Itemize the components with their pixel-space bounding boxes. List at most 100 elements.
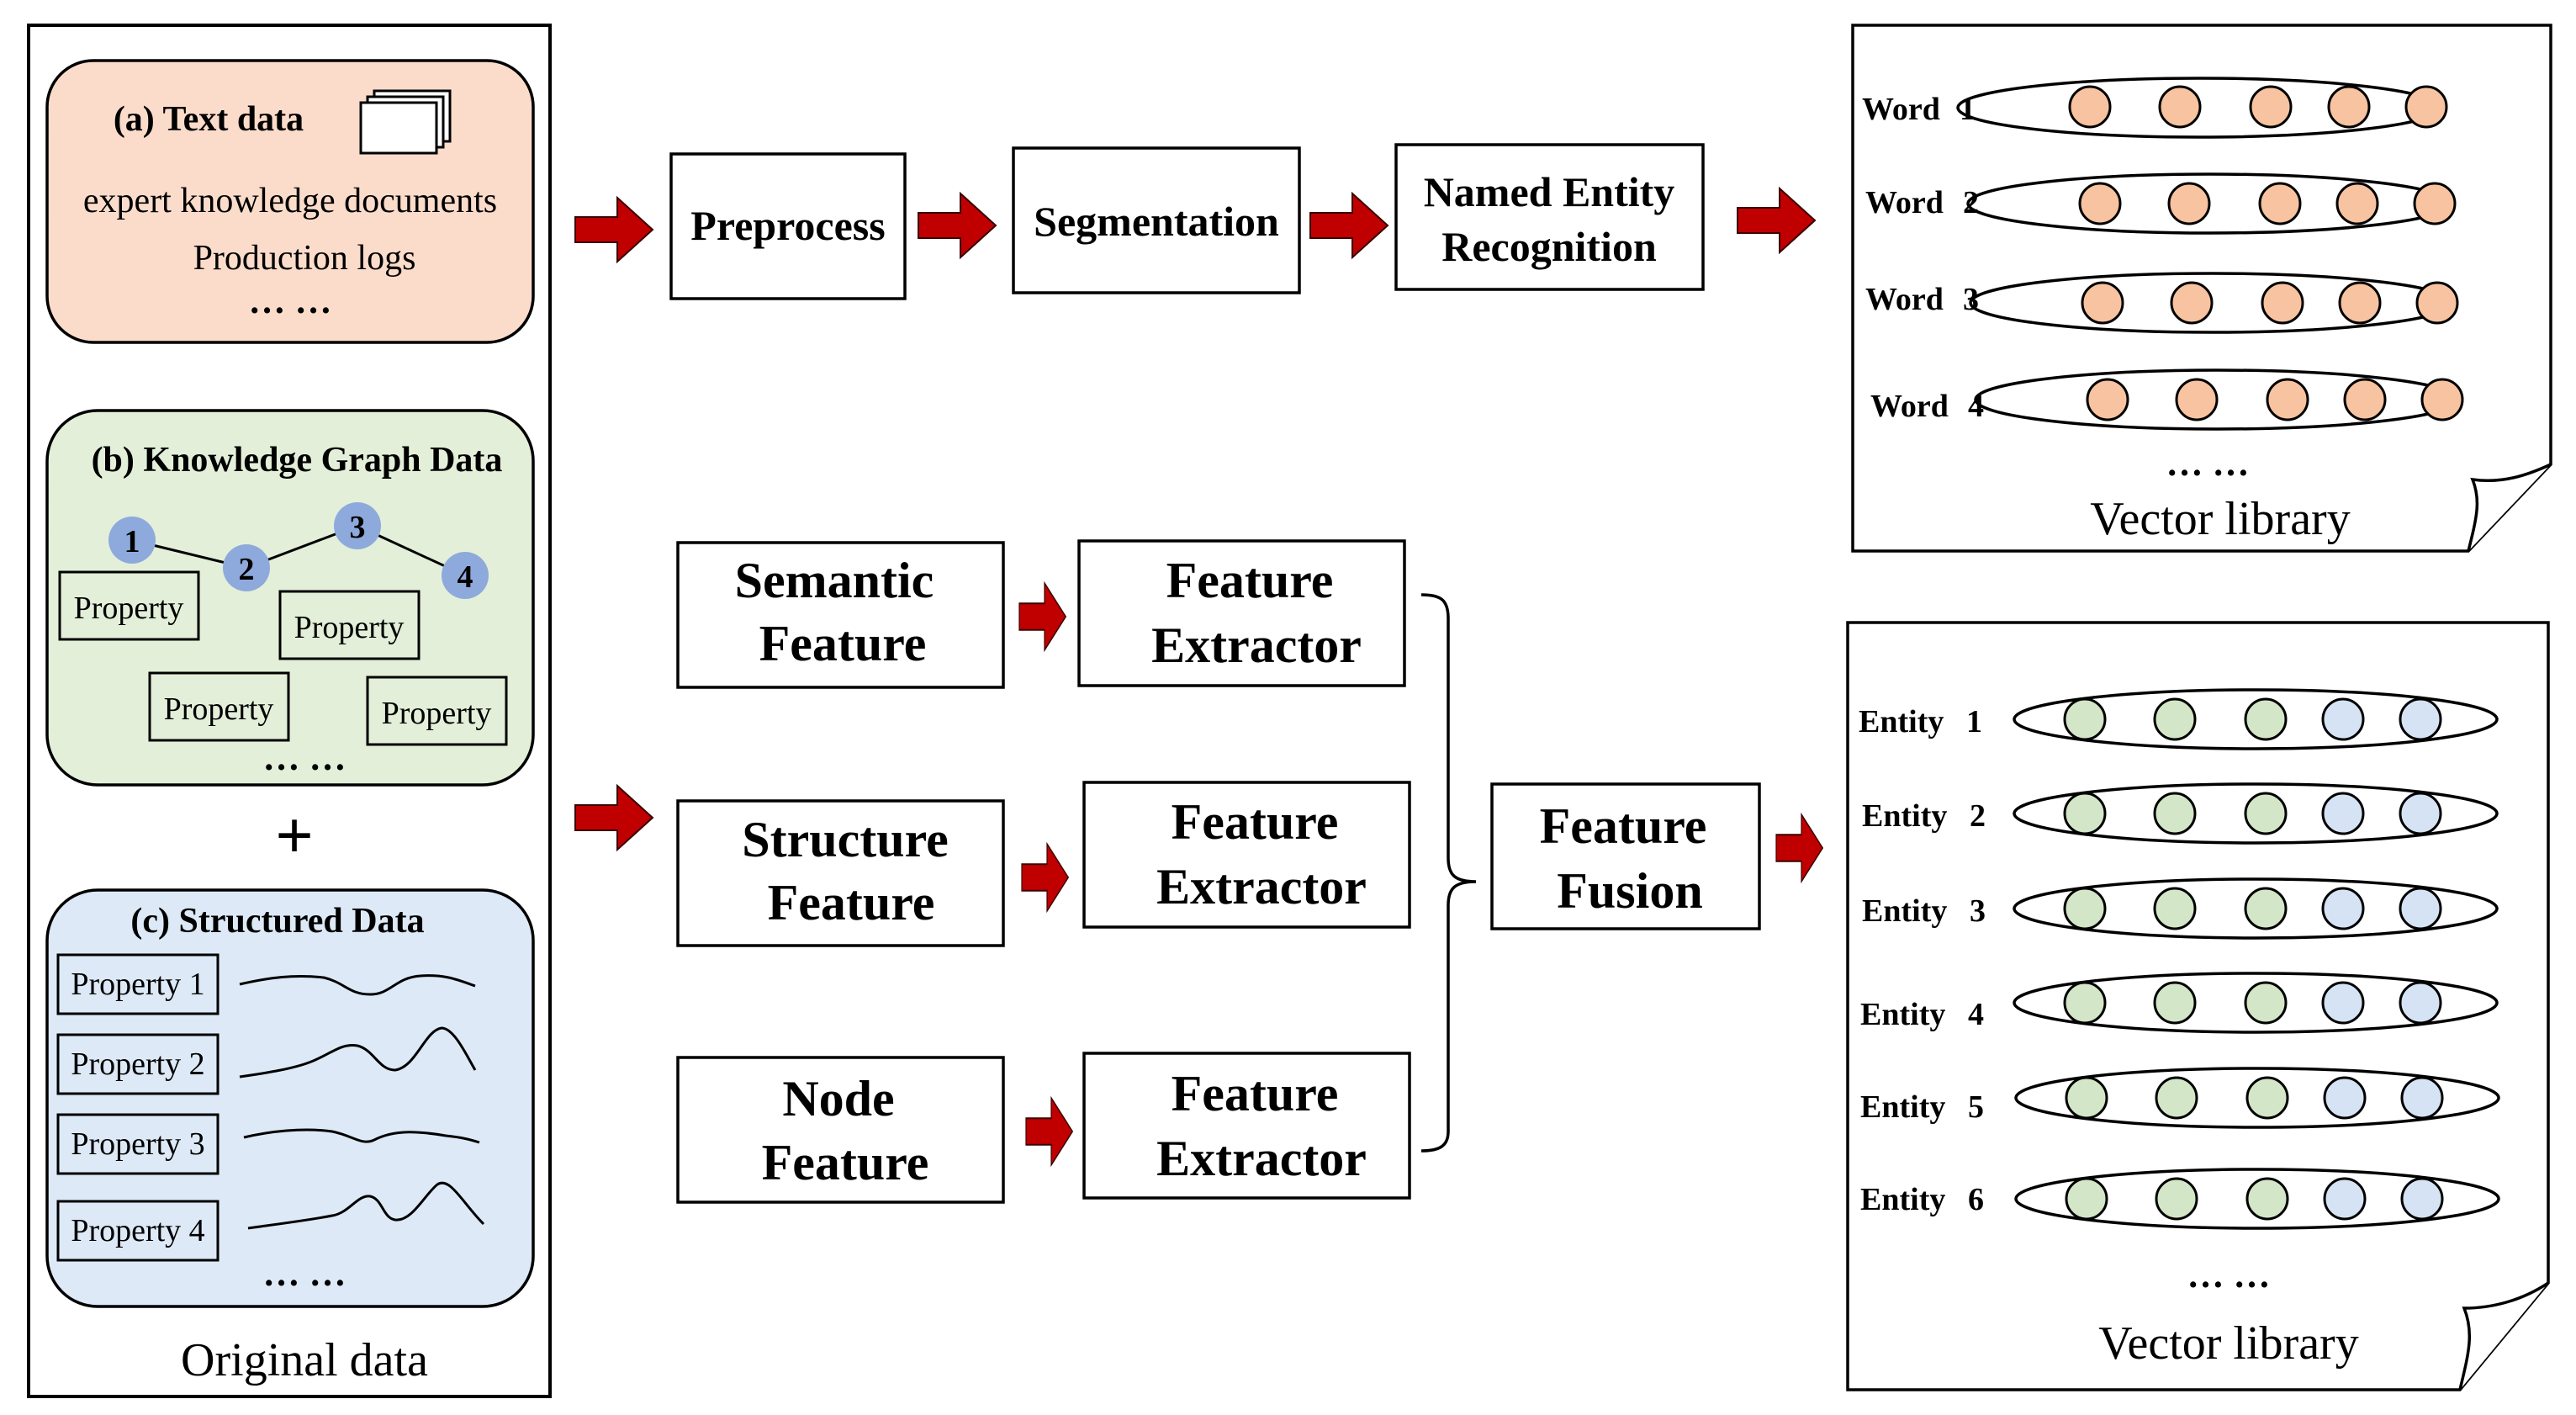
word-vector-dot	[2249, 85, 2293, 129]
structure-feature-box	[676, 799, 1005, 947]
word-num: 4	[1968, 389, 1984, 424]
small-red-arrows	[1018, 582, 1074, 1166]
structured-property-label: Property 3	[71, 1126, 204, 1162]
entity-vector-dot	[2399, 887, 2442, 930]
kg-property-label: Property	[294, 610, 405, 645]
kg-node-1	[108, 517, 156, 564]
feature-extractor-2-line2: Extractor	[1156, 859, 1367, 914]
node-feature-line2: Feature	[762, 1135, 929, 1190]
entity-vector-dot	[2321, 887, 2365, 930]
semantic-feature-line2: Feature	[759, 616, 927, 671]
segmentation-label: Segmentation	[1034, 198, 1279, 245]
word-library-caption: Vector library	[2090, 493, 2350, 545]
entity-label: Entity	[1860, 1089, 1945, 1125]
entity-library-caption: Vector library	[2098, 1317, 2358, 1370]
kg-data-title: (b) Knowledge Graph Data	[92, 441, 503, 480]
structure-feature-line2: Feature	[768, 875, 935, 930]
word-label: Word	[1865, 282, 1944, 317]
structured-property-box	[56, 1113, 220, 1175]
word-vector-dot	[2404, 85, 2448, 129]
entity-vector-dot	[2245, 1076, 2289, 1120]
entity-vector-capsule	[2013, 782, 2499, 845]
structured-property-label: Property 4	[71, 1213, 204, 1248]
entity-vector-dot	[2153, 887, 2197, 930]
merge-brace	[1420, 593, 1477, 1153]
arrow-to-features	[574, 785, 653, 851]
entity-vector-dot	[2063, 981, 2107, 1025]
word-vector-dot	[2175, 378, 2219, 421]
entity-label: Entity	[1860, 1182, 1945, 1217]
word-vector-dot	[2068, 85, 2112, 129]
kg-node-3-label: 3	[350, 510, 366, 545]
entity-num: 3	[1970, 893, 1986, 929]
entity-vector-dot	[2063, 792, 2107, 835]
entity-vector-dot	[2321, 792, 2365, 835]
entity-vector-dot	[2153, 792, 2197, 835]
feature-fusion-line1: Feature	[1540, 798, 1707, 854]
kg-ellipsis: … …	[263, 737, 346, 778]
structured-property-label: Property 1	[71, 967, 204, 1002]
entity-num: 5	[1968, 1089, 1984, 1125]
entity-label: Entity	[1859, 704, 1944, 739]
kg-nodes: 1 2 3 4	[108, 502, 489, 599]
word-vector-dot	[2158, 85, 2202, 129]
word-vector-dot	[2170, 281, 2214, 325]
structured-ellipsis: … …	[263, 1253, 346, 1294]
entity-vector-dot	[2155, 1076, 2198, 1120]
word-vector-dot	[2078, 182, 2122, 225]
feature-extractor-3-line1: Feature	[1172, 1066, 1339, 1121]
entity-num: 6	[1968, 1182, 1984, 1217]
curve-2	[239, 1026, 477, 1078]
entity-vector-dot	[2065, 1177, 2108, 1221]
word-rows: Word 1 Word 2 Word 3 Word 4	[1862, 77, 2464, 431]
entity-vector-dot	[2400, 1076, 2444, 1120]
word-vector-dot	[2266, 378, 2309, 421]
structure-feature-line1: Structure	[742, 812, 949, 867]
entity-vector-dot	[2321, 697, 2365, 741]
entity-vector-dot	[2399, 697, 2442, 741]
kg-node-4	[442, 552, 489, 599]
word-num: 2	[1963, 185, 1979, 220]
kg-property-label: Property	[382, 696, 492, 731]
feature-extractor-1-line2: Extractor	[1151, 617, 1362, 673]
entity-library-page-fold	[2458, 1281, 2549, 1391]
entity-vector-dot	[2063, 697, 2107, 741]
word-vector-dot	[2167, 182, 2211, 225]
feature-extractor-box-2	[1082, 781, 1411, 929]
entity-vector-dot	[2155, 1177, 2198, 1221]
entity-label: Entity	[1860, 997, 1945, 1032]
original-data-caption: Original data	[181, 1334, 428, 1386]
structured-data-title: (c) Structured Data	[130, 902, 424, 941]
kg-node-4-label: 4	[458, 559, 473, 595]
preprocess-label: Preprocess	[690, 202, 885, 249]
arrow-to-extractor-2	[1020, 843, 1070, 912]
kg-property-box	[278, 590, 421, 660]
word-vector-dot	[2081, 281, 2124, 325]
arrow-to-entity-library	[1775, 813, 1824, 882]
feature-extractor-box-1	[1077, 539, 1406, 687]
node-feature-line1: Node	[782, 1071, 894, 1126]
entity-vector-dot	[2153, 697, 2197, 741]
entity-vector-dot	[2153, 981, 2197, 1025]
feature-extractor-2-line1: Feature	[1172, 794, 1339, 850]
entity-vector-dot	[2245, 1177, 2289, 1221]
entity-rows: Entity 1 Entity 2 Entity 3 Entity 4 Enti…	[1859, 688, 2500, 1230]
structured-property-box	[56, 953, 220, 1015]
semantic-feature-line1: Semantic	[735, 553, 934, 608]
structured-properties: Property 1 Property 2 Property 3 Propert…	[56, 953, 220, 1262]
word-vector-dot	[2343, 378, 2387, 421]
kg-node-2	[223, 544, 270, 591]
arrow-to-word-library	[1737, 188, 1816, 253]
ner-label-line1: Named Entity	[1424, 168, 1675, 215]
entity-vector-dot	[2323, 1076, 2367, 1120]
kg-node-1-label: 1	[124, 524, 140, 559]
text-data-line2: Production logs	[193, 239, 416, 278]
semantic-feature-box	[676, 541, 1005, 689]
kg-property-label: Property	[164, 692, 274, 727]
arrow-to-segmentation	[918, 193, 997, 258]
word-vector-dot	[2415, 281, 2459, 325]
feature-extractor-3-line2: Extractor	[1156, 1131, 1367, 1186]
entity-vector-capsule	[2014, 1168, 2500, 1230]
word-vector-dot	[2327, 85, 2371, 129]
